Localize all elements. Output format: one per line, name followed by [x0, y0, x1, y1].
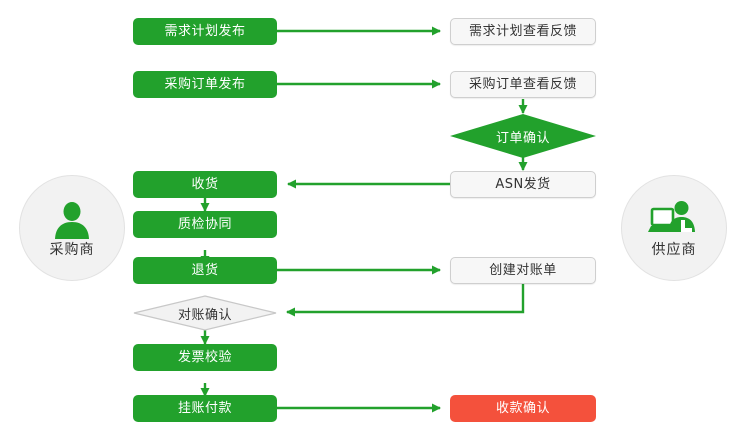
node-payment-confirm-label: 收款确认 — [495, 401, 550, 416]
person-icon — [55, 201, 89, 239]
node-invoice-check[interactable]: 发票校验 — [133, 344, 277, 371]
node-statement-confirm[interactable]: 对账确认 — [133, 295, 277, 331]
node-return-goods-label: 退货 — [191, 263, 219, 278]
node-order-confirm-label: 订单确认 — [495, 130, 550, 146]
edge-create-statement-to-statement-confirm — [286, 284, 525, 317]
diamond-shape-green — [450, 114, 596, 158]
node-receive-goods[interactable]: 收货 — [133, 171, 277, 198]
node-asn-shipment-label: ASN发货 — [495, 177, 551, 192]
node-demand-plan-publish[interactable]: 需求计划发布 — [133, 18, 277, 45]
node-quality-collab[interactable]: 质检协同 — [133, 211, 277, 238]
role-supplier-label: 供应商 — [651, 241, 697, 258]
node-demand-plan-publish-label: 需求计划发布 — [164, 24, 246, 39]
node-po-publish[interactable]: 采购订单发布 — [133, 71, 277, 98]
node-invoice-check-label: 发票校验 — [177, 350, 232, 365]
role-buyer-label: 采购商 — [49, 241, 95, 258]
node-return-goods[interactable]: 退货 — [133, 257, 277, 284]
node-po-feedback-label: 采购订单查看反馈 — [468, 77, 577, 92]
node-statement-confirm-label: 对账确认 — [177, 307, 232, 323]
node-create-statement-label: 创建对账单 — [489, 263, 557, 278]
node-order-confirm[interactable]: 订单确认 — [450, 114, 596, 158]
node-quality-collab-label: 质检协同 — [177, 217, 232, 232]
person-at-computer-icon — [648, 200, 695, 232]
node-asn-shipment[interactable]: ASN发货 — [450, 171, 596, 198]
node-accrual-payment-label: 挂账付款 — [177, 401, 232, 416]
node-payment-confirm[interactable]: 收款确认 — [450, 395, 596, 422]
node-receive-goods-label: 收货 — [191, 177, 219, 192]
role-supplier: 供应商 — [621, 175, 727, 281]
node-accrual-payment[interactable]: 挂账付款 — [133, 395, 277, 422]
node-po-publish-label: 采购订单发布 — [164, 77, 246, 92]
role-buyer: 采购商 — [19, 175, 125, 281]
node-po-feedback[interactable]: 采购订单查看反馈 — [450, 71, 596, 98]
node-demand-plan-feedback[interactable]: 需求计划查看反馈 — [450, 18, 596, 45]
node-demand-plan-feedback-label: 需求计划查看反馈 — [468, 24, 577, 39]
node-create-statement[interactable]: 创建对账单 — [450, 257, 596, 284]
